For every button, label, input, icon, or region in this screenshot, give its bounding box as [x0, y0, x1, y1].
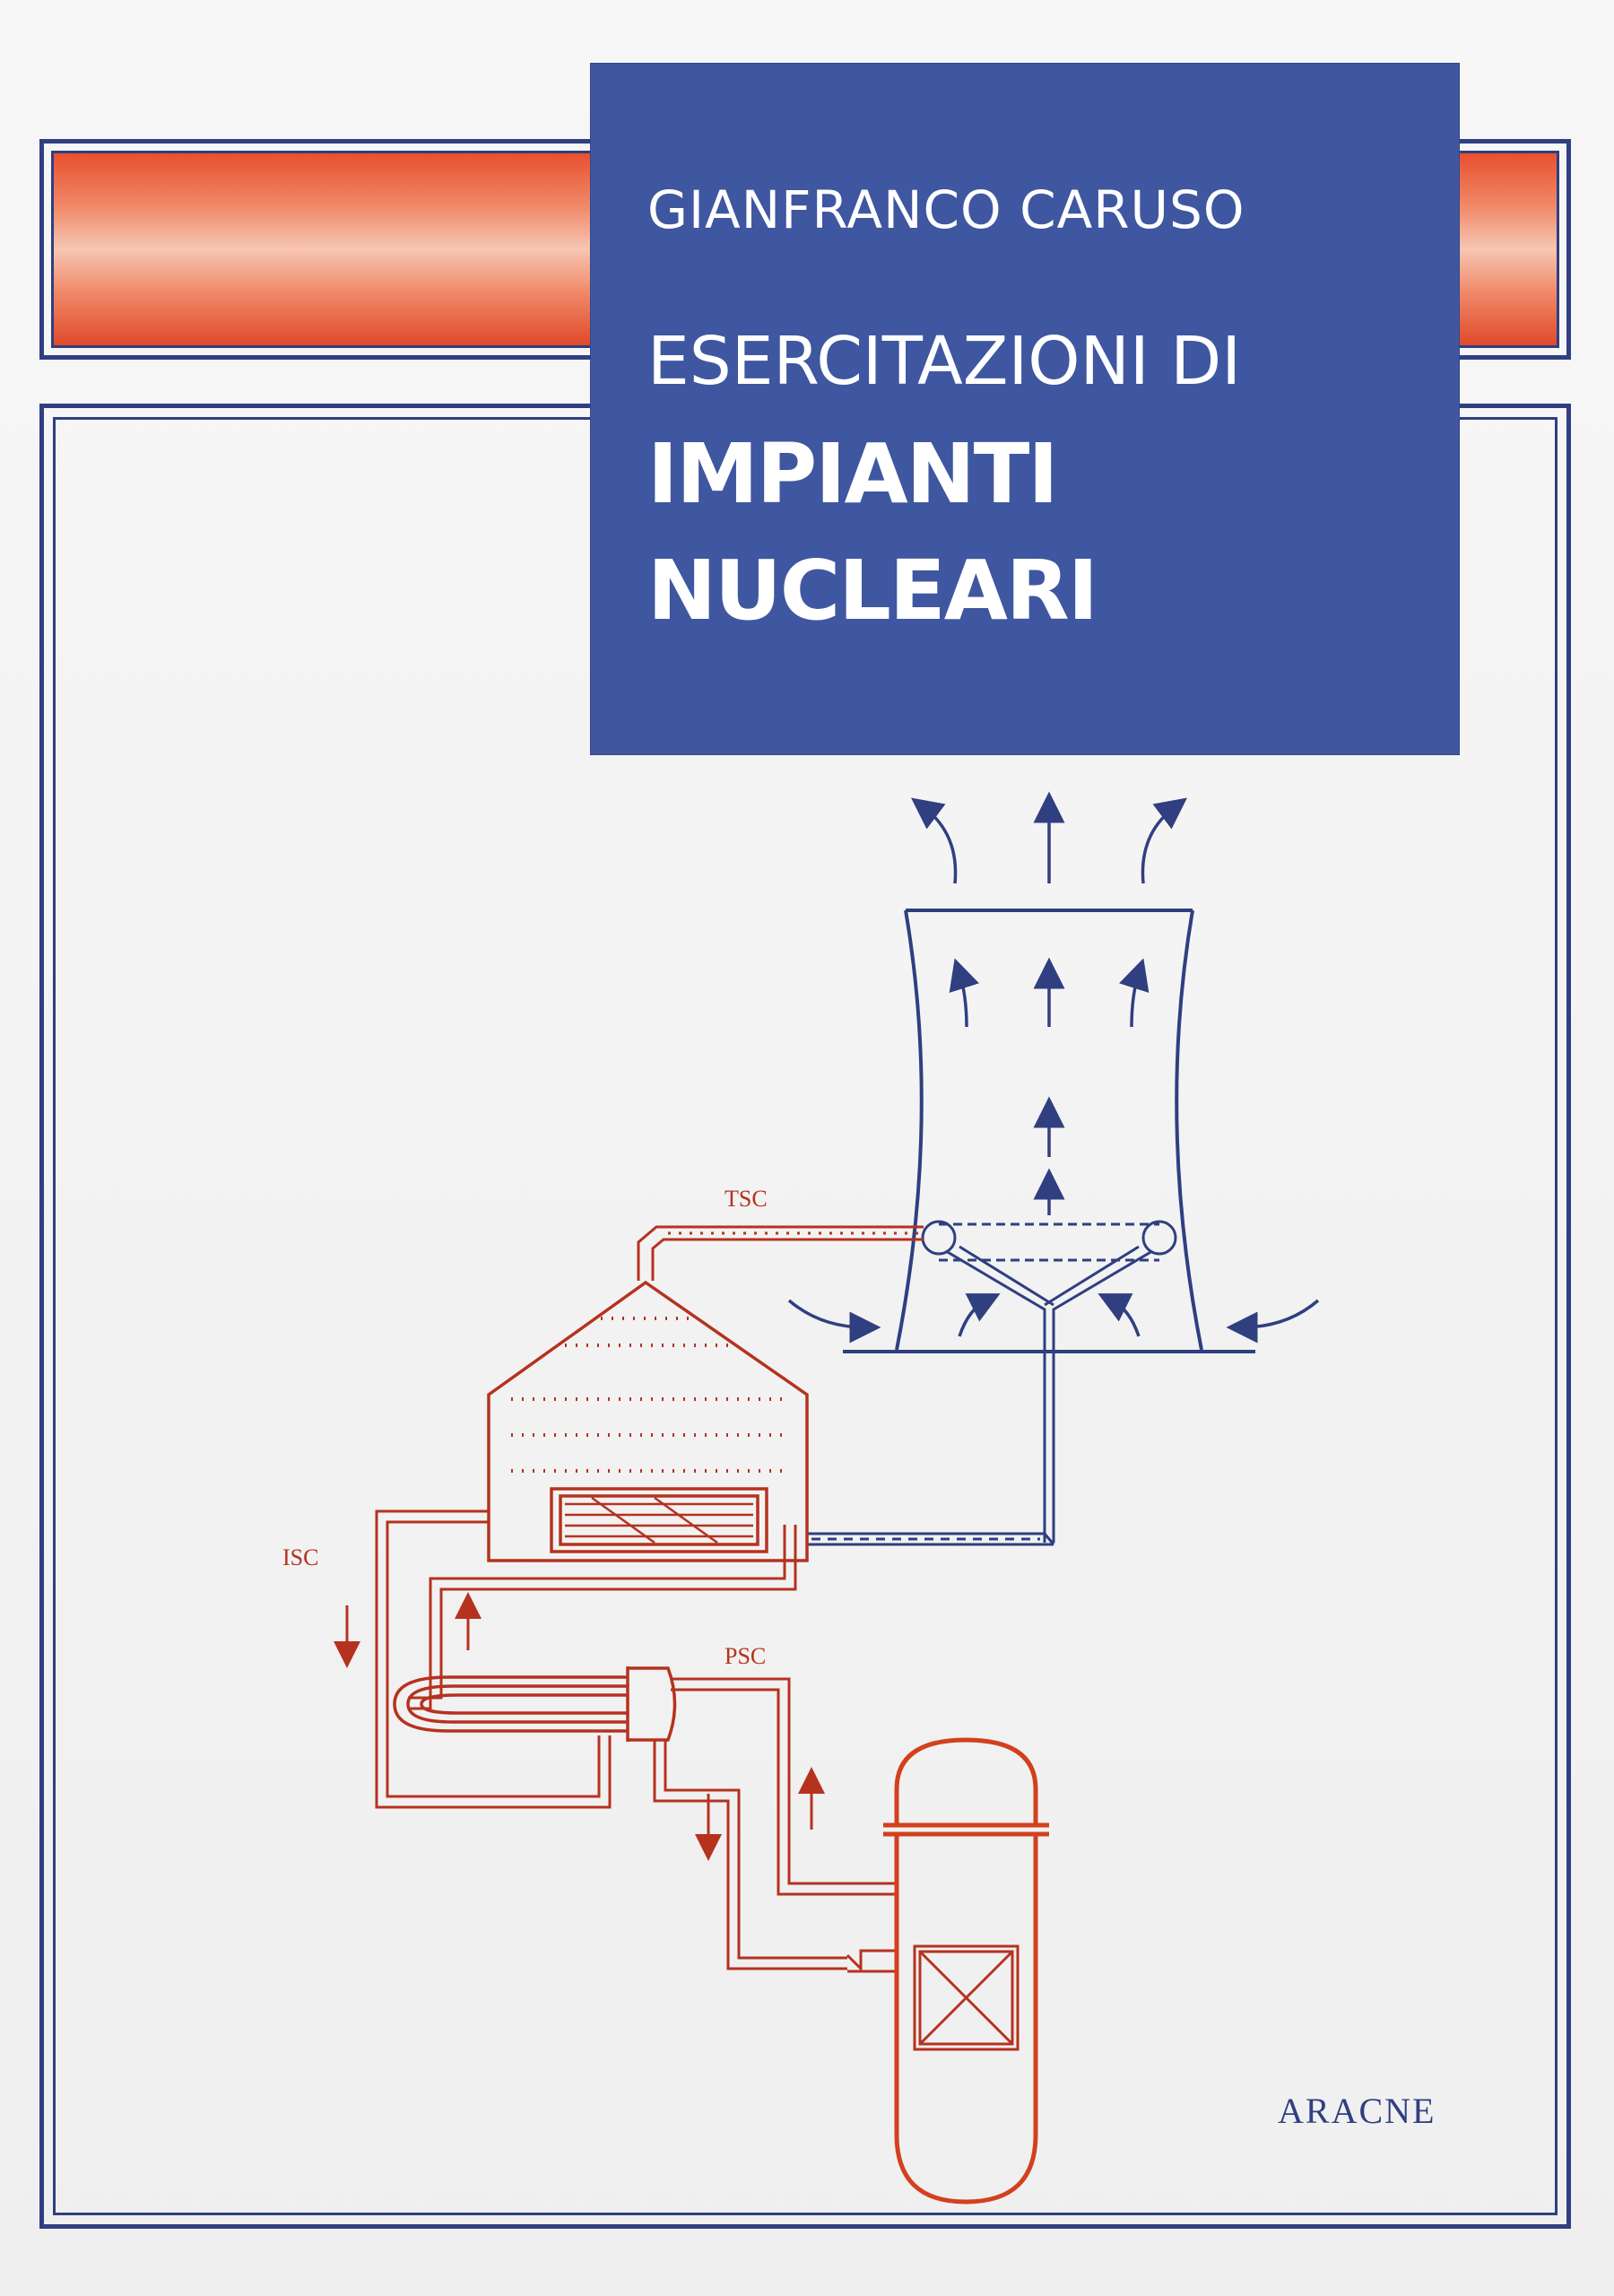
tertiary-steam-pipe: [637, 1225, 924, 1281]
reactor-core: [913, 1944, 1020, 2051]
condenser-housing: [487, 1280, 809, 1562]
label-psc: PSC: [725, 1643, 766, 1669]
exhaust-arrows: [911, 791, 1187, 884]
label-tsc: TSC: [725, 1186, 768, 1212]
title-box: GIANFRANCO CARUSO ESERCITAZIONI DI IMPIA…: [590, 63, 1460, 755]
title-line-3: NUCLEARI: [647, 543, 1098, 639]
internal-air-arrows: [949, 957, 1150, 1215]
label-isc: ISC: [282, 1544, 318, 1570]
author-name: GIANFRANCO CARUSO: [647, 179, 1245, 240]
primary-heat-exchanger: [393, 1666, 677, 1742]
title-line-2: IMPIANTI: [647, 426, 1059, 522]
publisher-name: ARACNE: [1278, 2091, 1436, 2131]
title-line-1: ESERCITAZIONI DI: [647, 323, 1242, 400]
condenser-water-pipe: [807, 1532, 1055, 1546]
reactor-vessel: [883, 1737, 1049, 2205]
cooling-tower: [843, 909, 1255, 1353]
air-inflow-arrows: [787, 1293, 1320, 1344]
primary-loop: [653, 1677, 897, 1973]
spray-distributor: [921, 1220, 1177, 1543]
